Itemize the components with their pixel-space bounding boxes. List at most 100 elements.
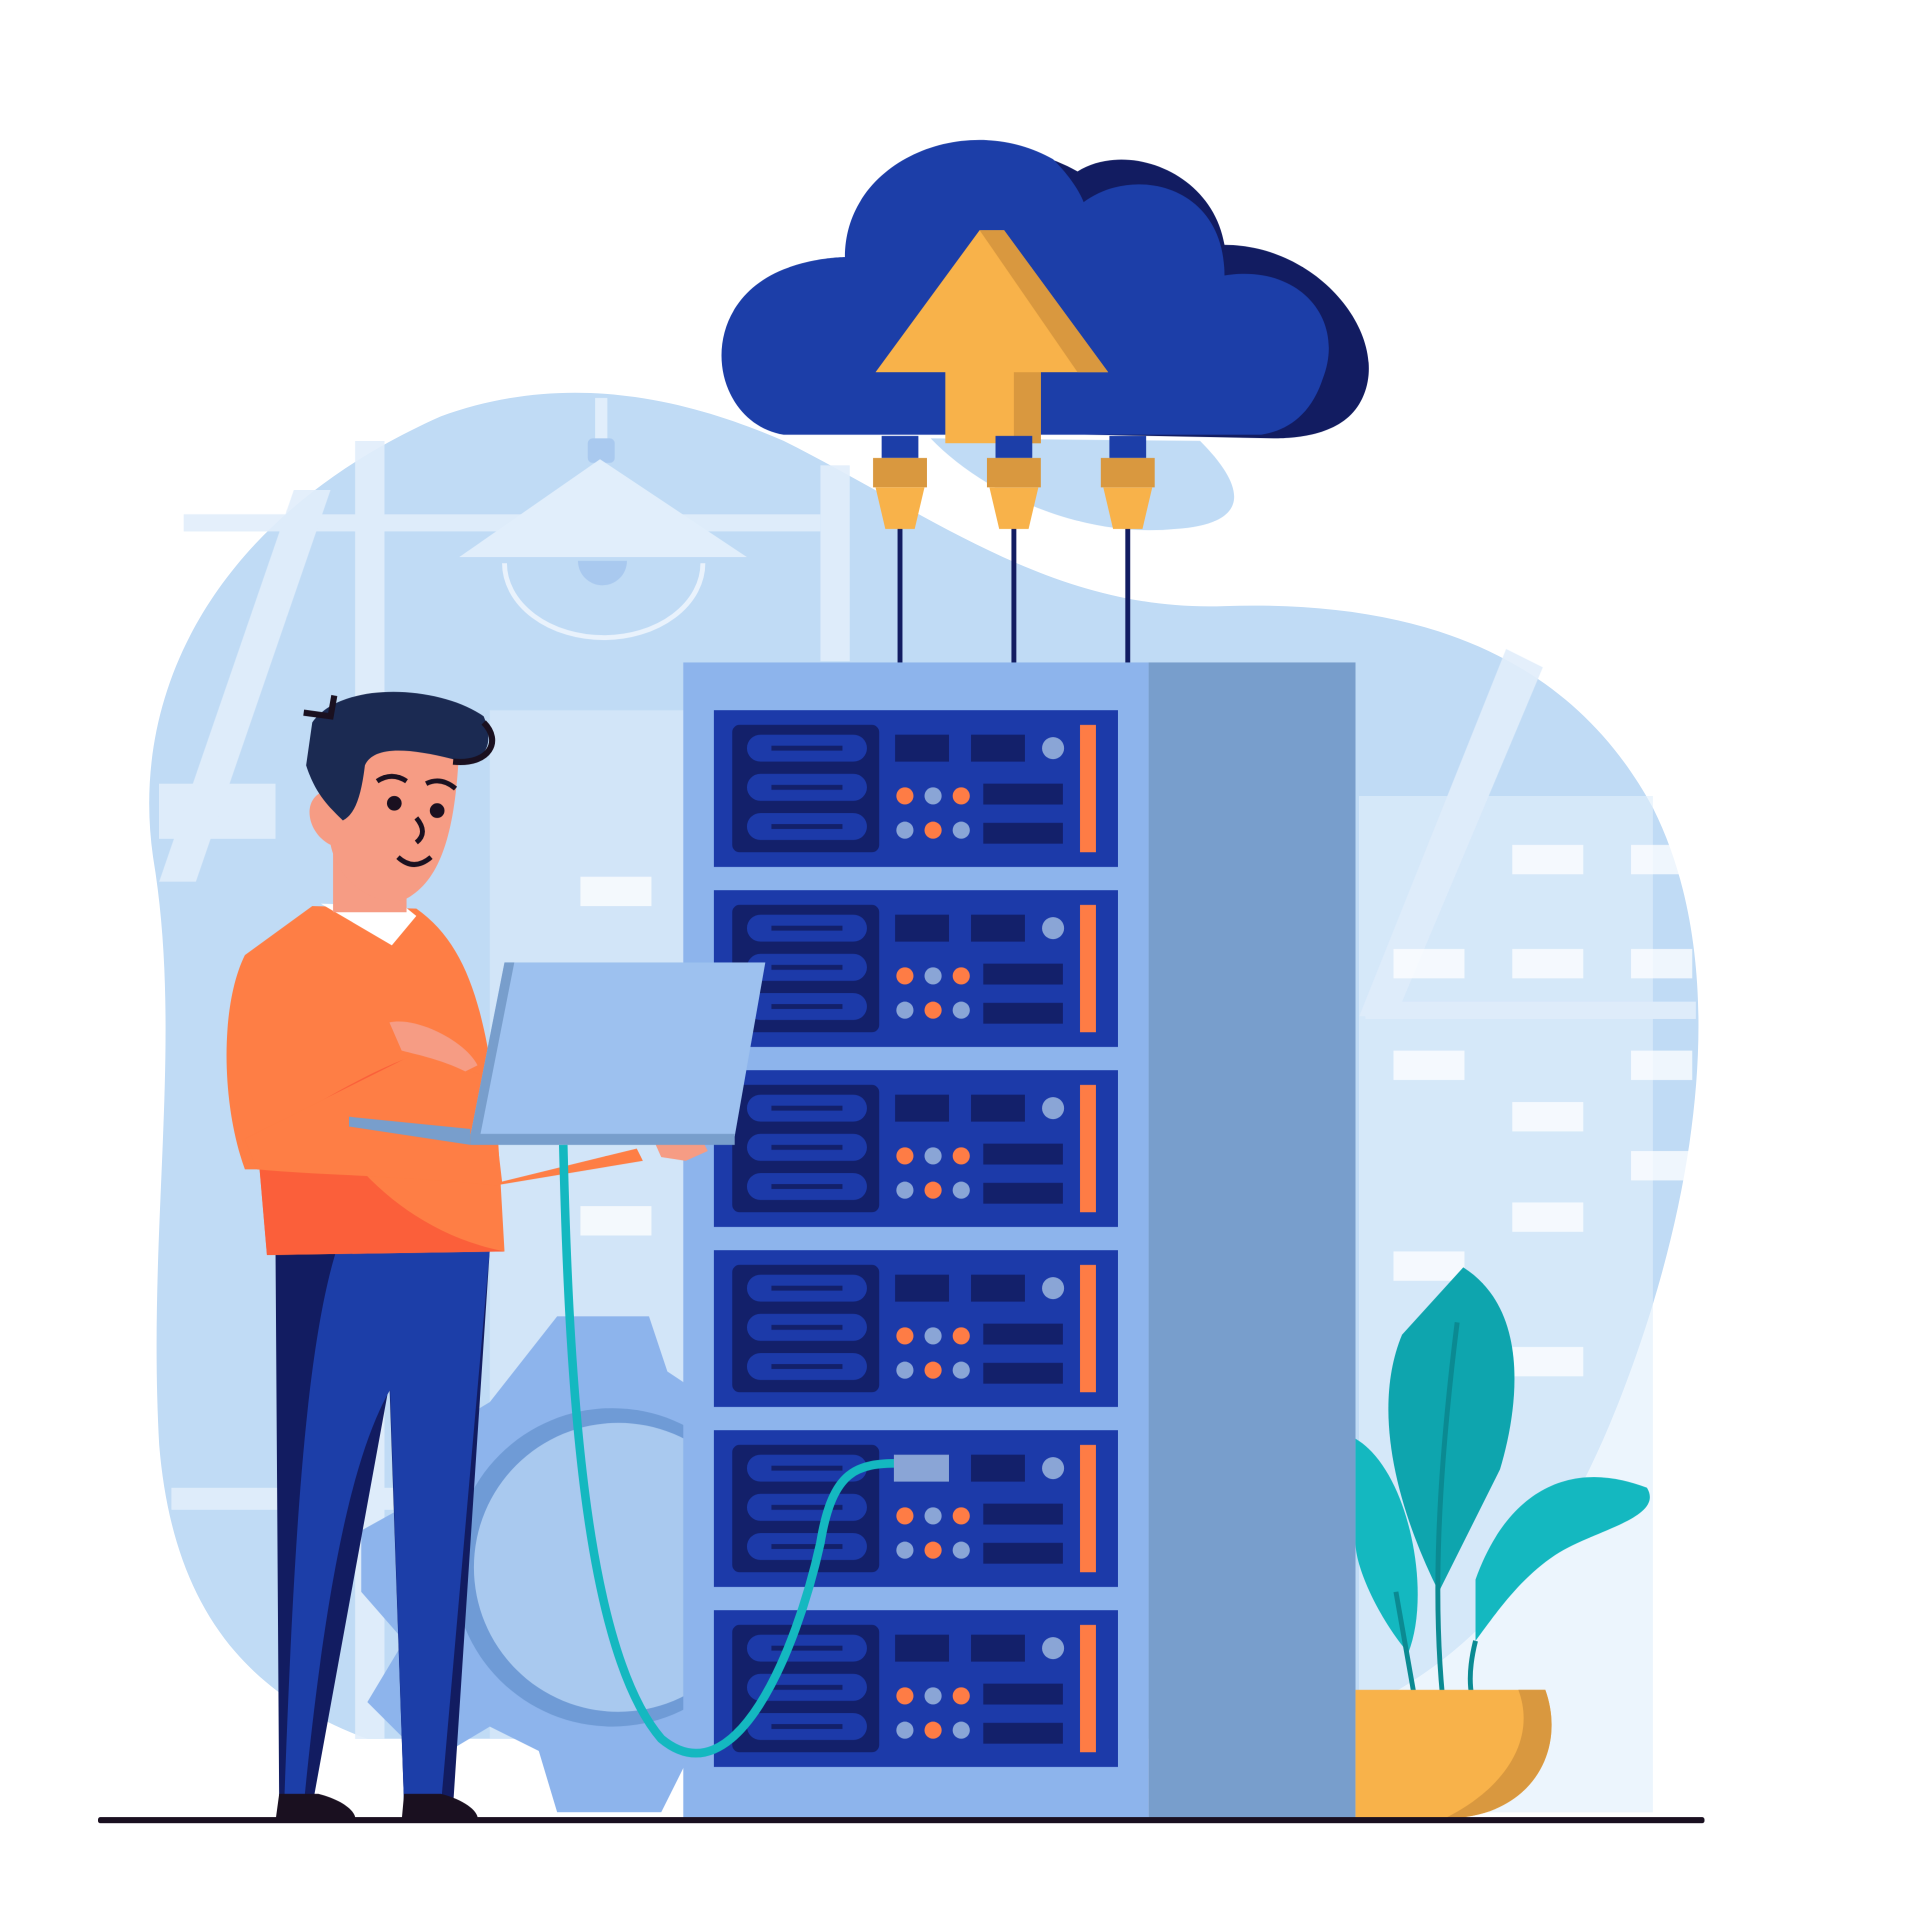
status-led [924, 1721, 942, 1739]
power-button [1042, 1457, 1065, 1480]
status-led [952, 1541, 970, 1559]
status-led [924, 1541, 942, 1559]
display-block [971, 1634, 1025, 1662]
status-led [952, 1721, 970, 1739]
status-led [924, 1181, 942, 1199]
display-block [971, 1274, 1025, 1302]
port-slot [983, 822, 1063, 844]
plug-head [875, 487, 925, 529]
drive-slot-line [771, 1465, 843, 1471]
status-led [924, 787, 942, 805]
status-led [896, 967, 914, 985]
plant-icon [1355, 1267, 1650, 1819]
person [226, 691, 708, 1821]
activity-bar [1080, 1264, 1096, 1393]
power-button [1042, 917, 1065, 940]
port-slot [983, 963, 1063, 985]
status-led [896, 1507, 914, 1525]
cable-wire [897, 526, 903, 664]
cable-plug [893, 1454, 949, 1482]
drive-slot-line [771, 964, 843, 970]
server-unit [713, 1610, 1118, 1767]
port-slot [983, 1683, 1063, 1705]
upload-arrow-icon [875, 230, 1109, 444]
power-button [1042, 1637, 1065, 1660]
status-led [896, 1687, 914, 1705]
cable-wire [1011, 526, 1017, 664]
status-led [924, 1361, 942, 1379]
status-led [896, 1147, 914, 1165]
status-led [924, 967, 942, 985]
power-button [1042, 737, 1065, 760]
drive-slot-line [771, 1364, 843, 1369]
port-slot [983, 1323, 1063, 1345]
laptop-cable [558, 1144, 901, 1758]
port-slot [983, 1143, 1063, 1165]
status-led [952, 1001, 970, 1019]
status-led [896, 787, 914, 805]
status-led [952, 1687, 970, 1705]
plug-body [1100, 457, 1155, 488]
power-button [1042, 1277, 1065, 1300]
status-led [952, 967, 970, 985]
display-block [895, 914, 949, 942]
drive-slot-line [771, 1544, 843, 1549]
display-block [971, 734, 1025, 762]
server-unit [713, 1250, 1118, 1407]
activity-bar [1080, 724, 1096, 853]
server-unit [713, 1070, 1118, 1227]
status-led [952, 1327, 970, 1345]
drive-slot-line [771, 784, 843, 790]
plug-body [986, 457, 1041, 488]
plug-body [873, 457, 927, 488]
display-block [971, 914, 1025, 942]
drive-slot-line [771, 824, 843, 829]
status-led [896, 1541, 914, 1559]
drive-slot-line [771, 745, 843, 751]
status-led [924, 1147, 942, 1165]
display-block [895, 1274, 949, 1302]
plug-connector [881, 435, 919, 458]
port-slot [983, 1002, 1063, 1024]
activity-bar [1080, 1444, 1096, 1573]
status-led [896, 1721, 914, 1739]
port-slot [983, 1362, 1063, 1384]
port-slot [983, 1182, 1063, 1204]
port-slot [983, 1542, 1063, 1564]
drive-slot-line [771, 1004, 843, 1009]
port-slot [983, 1722, 1063, 1744]
status-led [952, 1507, 970, 1525]
building-windows [580, 844, 1693, 1609]
display-block [971, 1094, 1025, 1122]
server-unit [713, 890, 1118, 1047]
drive-slot-line [771, 1105, 843, 1111]
status-led [952, 1361, 970, 1379]
display-block [895, 734, 949, 762]
status-led [952, 1147, 970, 1165]
status-led [924, 1001, 942, 1019]
ceiling-lamp-icon [459, 397, 747, 641]
laptop-icon [348, 962, 766, 1145]
plug-connector [1109, 435, 1147, 458]
status-led [896, 1001, 914, 1019]
drive-slot-line [771, 1184, 843, 1189]
display-block [971, 1454, 1025, 1482]
ground-line [97, 1817, 1705, 1824]
drive-slot-line [771, 1684, 843, 1690]
drive-slot-line [771, 1144, 843, 1150]
drive-slot-line [771, 1504, 843, 1510]
status-led [952, 787, 970, 805]
activity-bar [1080, 1624, 1096, 1753]
server-unit [713, 710, 1118, 867]
port-slot [983, 1503, 1063, 1525]
status-led [896, 1181, 914, 1199]
drive-slot-line [771, 925, 843, 931]
drive-slot-line [771, 1724, 843, 1729]
cable-wire [1125, 526, 1131, 664]
status-led [896, 1327, 914, 1345]
plug-connector [995, 435, 1033, 458]
plug-head [989, 487, 1039, 529]
drive-slot-line [771, 1285, 843, 1291]
status-led [952, 821, 970, 839]
